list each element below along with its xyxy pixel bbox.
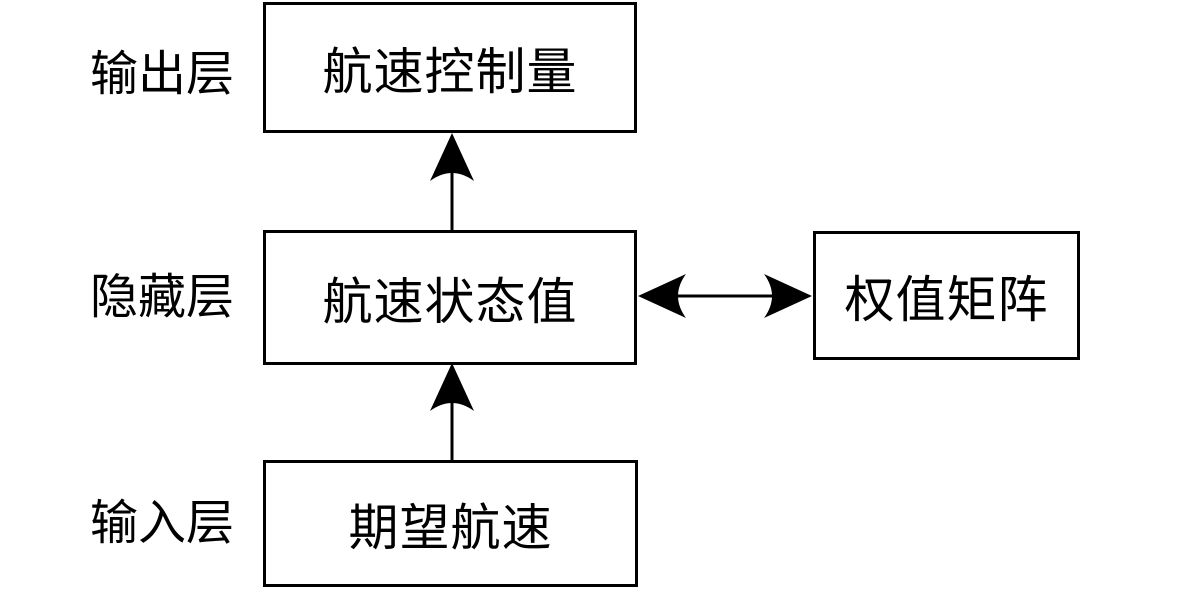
arrow-hidden-weights-bidirectional-icon bbox=[638, 274, 812, 318]
arrow-input-to-hidden-icon bbox=[430, 363, 474, 460]
layer-label-input: 输入层 bbox=[89, 497, 234, 550]
node-input-label: 期望航速 bbox=[348, 499, 553, 556]
node-output-label: 航速控制量 bbox=[322, 43, 578, 100]
layer-label-hidden: 隐藏层 bbox=[89, 271, 234, 324]
node-output-layer: 航速控制量 bbox=[263, 2, 637, 133]
node-weight-matrix-label: 权值矩阵 bbox=[844, 271, 1049, 328]
node-hidden-label: 航速状态值 bbox=[322, 273, 578, 330]
node-hidden-layer: 航速状态值 bbox=[263, 230, 637, 365]
arrow-hidden-to-output-icon bbox=[430, 133, 474, 230]
node-weight-matrix: 权值矩阵 bbox=[813, 231, 1080, 360]
node-input-layer: 期望航速 bbox=[263, 460, 638, 587]
layer-label-output: 输出层 bbox=[89, 48, 234, 101]
